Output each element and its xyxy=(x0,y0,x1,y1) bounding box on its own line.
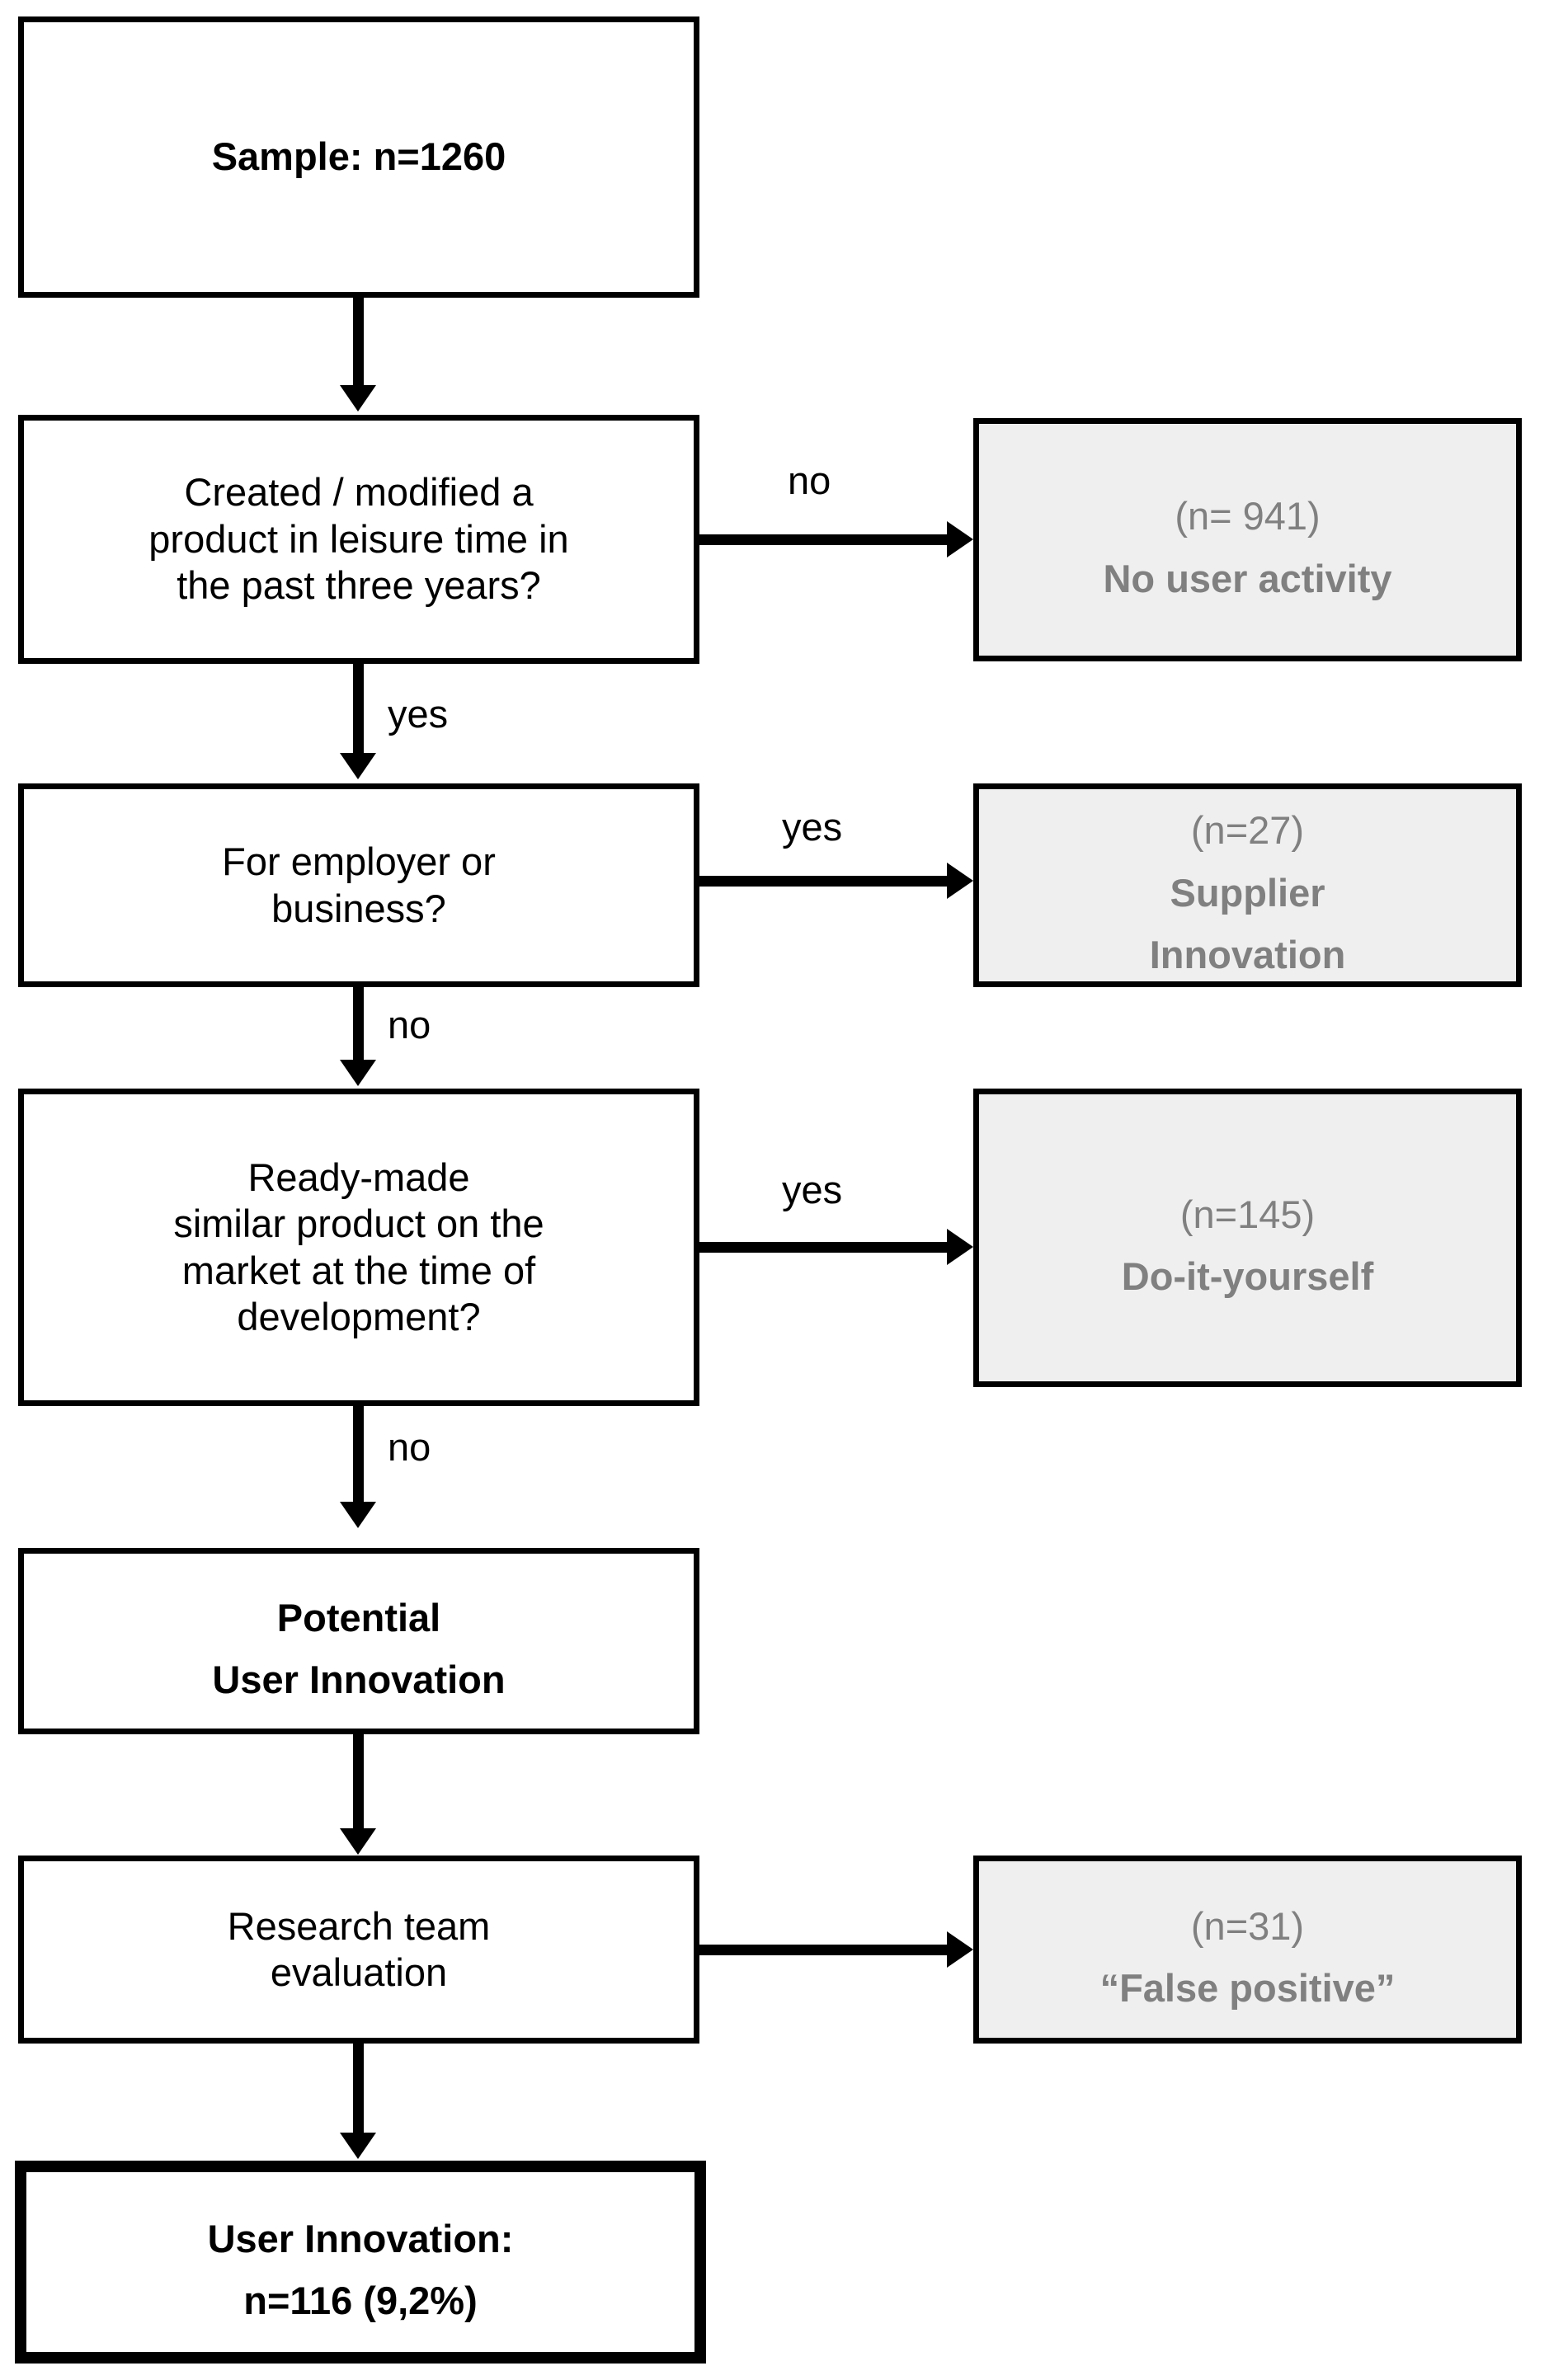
arrowhead-sample-to-created xyxy=(340,385,376,412)
connector-created-to-employer xyxy=(353,664,364,756)
arrowhead-ready-made-to-potential xyxy=(340,1502,376,1528)
node-supplier-innovation: (n=27) Supplier Innovation xyxy=(973,783,1522,987)
node-supplier-innovation-label-2: Innovation xyxy=(1149,933,1346,977)
node-false-positive: (n=31) “False positive” xyxy=(973,1856,1522,2044)
arrowhead-employer-to-supplier xyxy=(947,863,973,899)
node-do-it-yourself-label: Do-it-yourself xyxy=(1121,1254,1374,1299)
node-sample: Sample: n=1260 xyxy=(18,16,699,298)
node-no-user-activity-label: No user activity xyxy=(1103,556,1392,600)
node-potential-user-innovation-line-2: User Innovation xyxy=(212,1658,506,1702)
arrowhead-created-to-employer xyxy=(340,753,376,779)
node-do-it-yourself: (n=145) Do-it-yourself xyxy=(973,1089,1522,1387)
edge-label-created-no: no xyxy=(788,459,831,502)
node-supplier-innovation-count: (n=27) xyxy=(1190,808,1305,853)
node-no-user-activity-count: (n= 941) xyxy=(1175,494,1321,539)
node-potential-user-innovation-line-1: Potential xyxy=(276,1595,441,1639)
connector-research-to-false-positive xyxy=(699,1945,955,1955)
arrowhead-created-to-no-user-activity xyxy=(947,521,973,557)
connector-ready-made-to-diy xyxy=(699,1242,955,1253)
node-ready-made-label: Ready-made similar product on the market… xyxy=(173,1155,544,1338)
node-user-innovation-result-line-2: n=116 (9,2%) xyxy=(243,2279,478,2323)
arrowhead-research-to-false-positive xyxy=(947,1931,973,1968)
edge-label-employer-no: no xyxy=(388,1003,431,1047)
arrowhead-employer-to-ready-made xyxy=(340,1060,376,1086)
connector-sample-to-created xyxy=(353,298,364,388)
node-no-user-activity: (n= 941) No user activity xyxy=(973,418,1522,661)
node-potential-user-innovation: Potential User Innovation xyxy=(18,1548,699,1734)
node-research-team-evaluation: Research team evaluation xyxy=(18,1856,699,2044)
edge-label-employer-yes: yes xyxy=(782,805,843,849)
connector-potential-to-research xyxy=(353,1734,364,1832)
connector-research-to-user-innovation xyxy=(353,2044,364,2136)
node-for-employer: For employer or business? xyxy=(18,783,699,987)
node-supplier-innovation-label-1: Supplier xyxy=(1170,870,1325,915)
node-user-innovation-result-line-1: User Innovation: xyxy=(207,2216,514,2260)
connector-employer-to-supplier xyxy=(699,876,955,887)
arrowhead-potential-to-research xyxy=(340,1828,376,1855)
node-created-modified: Created / modified a product in leisure … xyxy=(18,415,699,664)
node-false-positive-label: “False positive” xyxy=(1099,1966,1396,2011)
node-ready-made: Ready-made similar product on the market… xyxy=(18,1089,699,1406)
node-false-positive-count: (n=31) xyxy=(1190,1903,1305,1948)
edge-label-created-yes: yes xyxy=(388,692,449,736)
node-created-modified-label: Created / modified a product in leisure … xyxy=(148,470,569,608)
arrowhead-ready-made-to-diy xyxy=(947,1229,973,1265)
connector-employer-to-ready-made xyxy=(353,987,364,1063)
node-sample-label: Sample: n=1260 xyxy=(211,134,506,179)
node-research-team-evaluation-label: Research team evaluation xyxy=(227,1903,491,1994)
node-do-it-yourself-count: (n=145) xyxy=(1179,1192,1316,1236)
node-user-innovation-result: User Innovation: n=116 (9,2%) xyxy=(15,2161,706,2364)
arrowhead-research-to-user-innovation xyxy=(340,2133,376,2159)
node-for-employer-label: For employer or business? xyxy=(222,840,496,930)
connector-created-to-no-user-activity xyxy=(699,534,955,545)
edge-label-ready-no: no xyxy=(388,1425,431,1469)
edge-label-ready-yes: yes xyxy=(782,1168,843,1211)
connector-ready-made-to-potential xyxy=(353,1406,364,1505)
